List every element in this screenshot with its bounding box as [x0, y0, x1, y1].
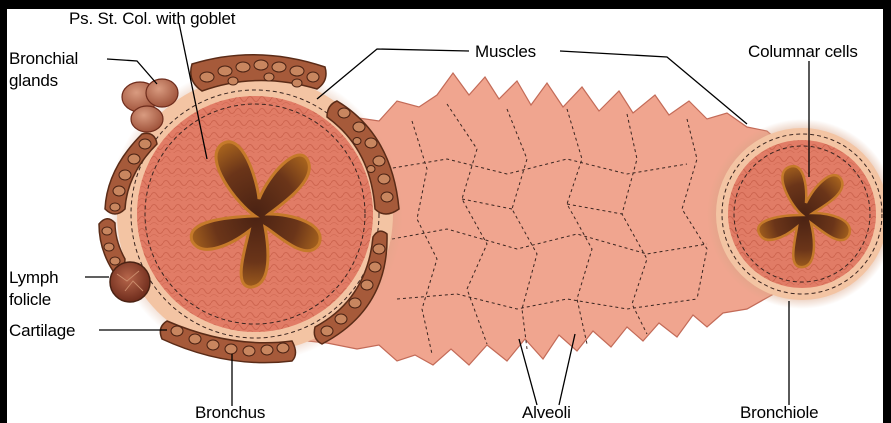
label-bronchial-glands-1: Bronchial — [9, 49, 78, 68]
label-bronchus: Bronchus — [195, 403, 265, 422]
label-cartilage: Cartilage — [9, 321, 75, 340]
leader-alveoli-right — [559, 334, 575, 405]
label-ps-st-col: Ps. St. Col. with goblet — [69, 9, 235, 28]
lymph-follicle — [110, 262, 150, 302]
label-alveoli: Alveoli — [522, 403, 571, 422]
label-lymph-1: Lymph — [9, 268, 58, 287]
leader-bronchial-glands — [107, 59, 157, 84]
lung-histology-illustration — [7, 9, 883, 423]
label-columnar-cells: Columnar cells — [748, 42, 858, 61]
label-muscles: Muscles — [475, 42, 536, 61]
diagram-panel: Ps. St. Col. with goblet Bronchial gland… — [7, 9, 883, 423]
label-bronchial-glands-2: glands — [9, 71, 58, 90]
label-bronchiole: Bronchiole — [740, 403, 818, 422]
label-lymph-2: folicle — [9, 290, 51, 309]
